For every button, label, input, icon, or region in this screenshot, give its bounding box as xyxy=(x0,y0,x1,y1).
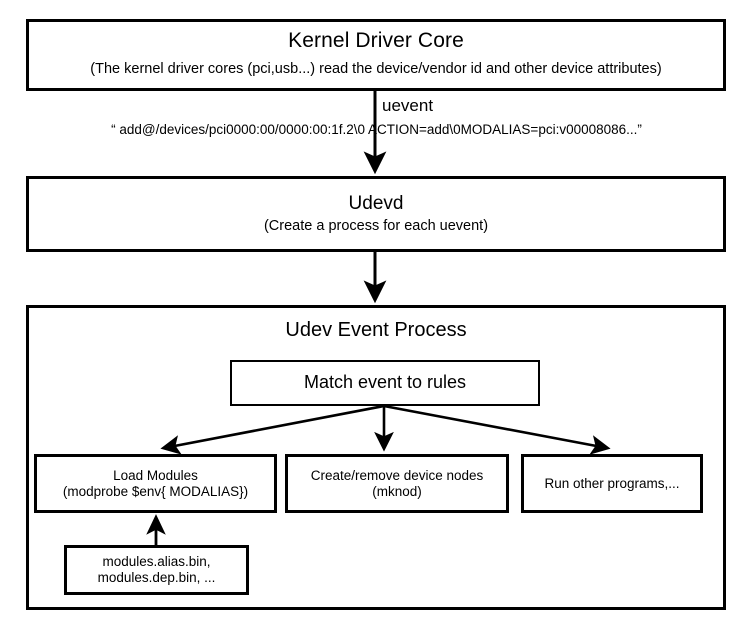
load-modules-line1: Load Modules xyxy=(113,467,198,483)
udevd-subtitle: (Create a process for each uevent) xyxy=(263,218,489,235)
load-modules-line2: (modprobe $env{ MODALIAS}) xyxy=(62,483,249,499)
match-event-to-rules-box: Match event to rules xyxy=(230,360,540,406)
create-remove-device-nodes-line1: Create/remove device nodes xyxy=(310,467,484,483)
uevent-edge-label: uevent xyxy=(382,96,434,115)
modules-files-box: modules.alias.bin, modules.dep.bin, ... xyxy=(64,545,249,595)
uevent-payload-label: “ add@/devices/pci0000:00/0000:00:1f.2\0… xyxy=(111,122,642,137)
udev-event-process-title: Udev Event Process xyxy=(285,319,467,341)
run-other-programs-line1: Run other programs,... xyxy=(544,475,680,491)
modules-files-line1: modules.alias.bin, xyxy=(102,554,211,570)
match-event-to-rules-label: Match event to rules xyxy=(303,372,467,393)
kernel-driver-core-box: Kernel Driver Core (The kernel driver co… xyxy=(26,19,726,91)
udevd-title: Udevd xyxy=(348,192,404,214)
create-remove-device-nodes-box: Create/remove device nodes (mknod) xyxy=(285,454,509,513)
udev-event-process-box: Udev Event Process xyxy=(26,305,726,610)
udevd-box: Udevd (Create a process for each uevent) xyxy=(26,176,726,252)
load-modules-box: Load Modules (modprobe $env{ MODALIAS}) xyxy=(34,454,277,513)
create-remove-device-nodes-line2: (mknod) xyxy=(372,483,422,499)
kernel-driver-core-title: Kernel Driver Core xyxy=(288,29,464,52)
kernel-driver-core-subtitle: (The kernel driver cores (pci,usb...) re… xyxy=(90,60,662,77)
modules-files-line2: modules.dep.bin, ... xyxy=(97,570,216,585)
run-other-programs-box: Run other programs,... xyxy=(521,454,703,513)
